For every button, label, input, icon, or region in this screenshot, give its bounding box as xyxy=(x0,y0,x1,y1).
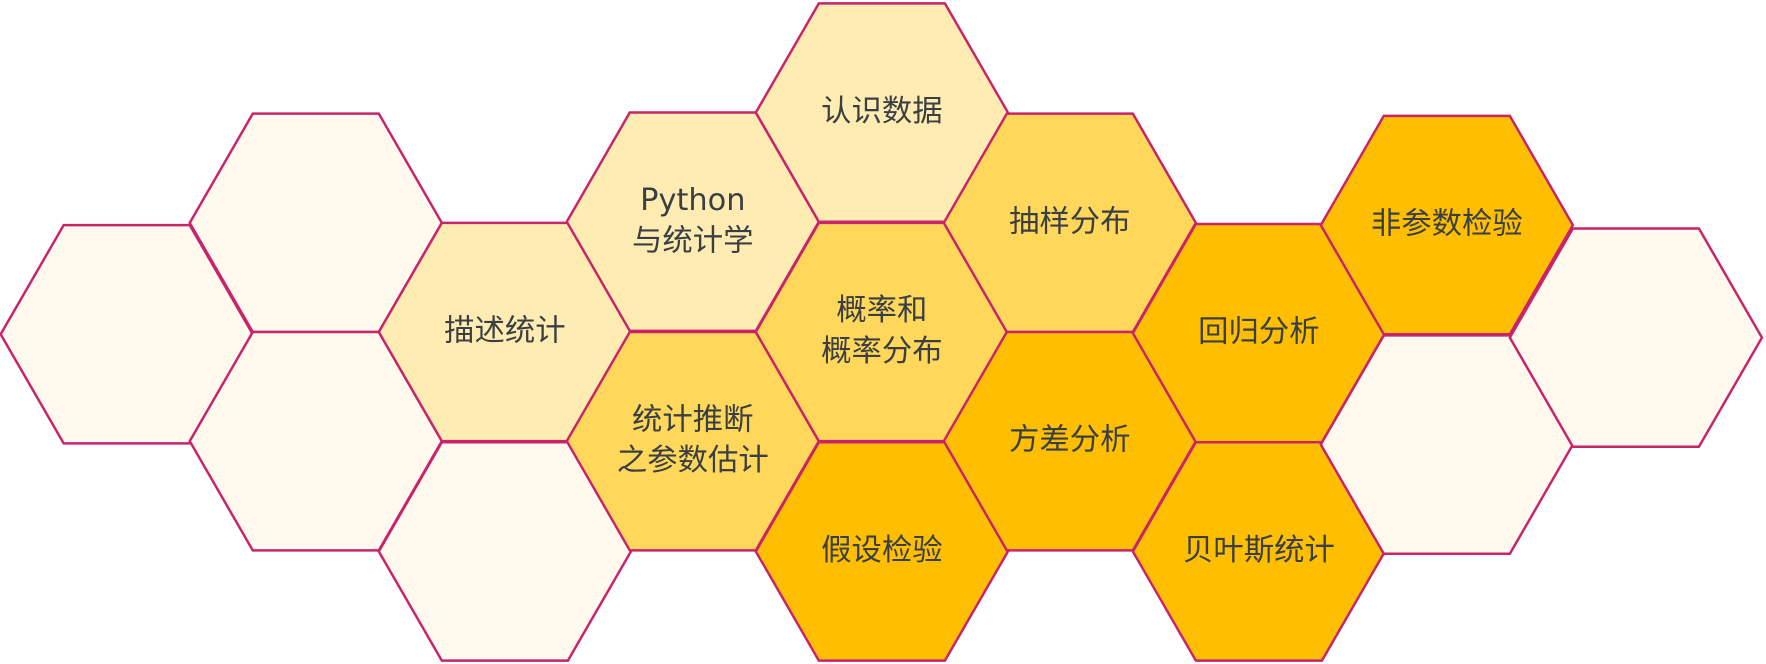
hexagon-label: 概率分布 xyxy=(821,334,943,369)
hexagon-label: 回归分析 xyxy=(1198,315,1320,350)
hexagon-label: 与统计学 xyxy=(632,223,754,258)
hexagon-empty-6 xyxy=(1508,227,1764,449)
hexagon-shape xyxy=(1508,227,1764,449)
hexagon-label: 抽样分布 xyxy=(1009,204,1131,239)
hexagon-label: Python xyxy=(640,183,745,218)
hexagon-hypothesis-testing: 假设检验 xyxy=(754,441,1010,662)
hexagon-label: 概率和 xyxy=(836,293,927,328)
hexagon-regression-analysis: 回归分析 xyxy=(1131,222,1387,444)
hexagon-label: 非参数检验 xyxy=(1371,207,1523,242)
hexagon-bayesian-statistics: 贝叶斯统计 xyxy=(1131,441,1387,662)
hexagon-label: 贝叶斯统计 xyxy=(1183,533,1335,568)
hexagon-python-and-statistics: Python 与统计学 xyxy=(565,111,821,333)
hexagon-label: 假设检验 xyxy=(821,533,943,568)
hexagon-label: 方差分析 xyxy=(1009,423,1131,458)
hexagon-label: 描述统计 xyxy=(444,314,566,349)
hexagon-nonparametric-testing: 非参数检验 xyxy=(1319,114,1575,336)
hexagon-label: 统计推断 xyxy=(632,402,754,437)
hexagon-knowing-data: 认识数据 xyxy=(754,2,1010,223)
hexagon-label: 认识数据 xyxy=(821,94,943,129)
hexagon-label: 之参数估计 xyxy=(617,443,769,478)
hexagon-anova: 方差分析 xyxy=(942,330,1198,552)
